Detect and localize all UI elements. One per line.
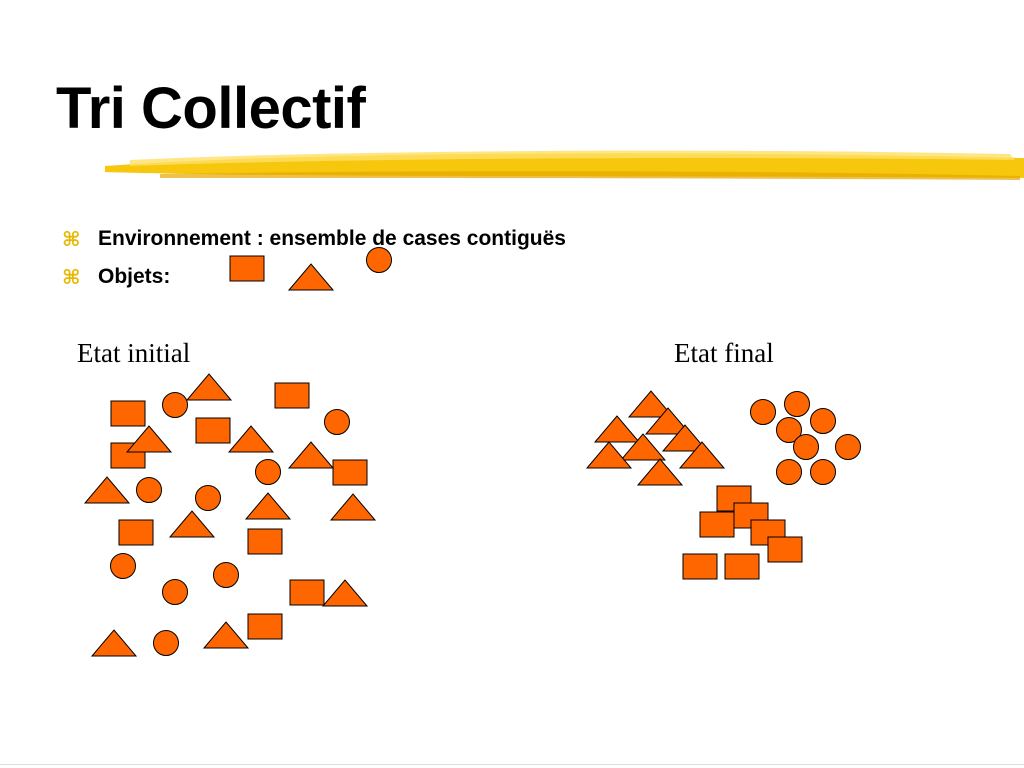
bullet-item-environment: ⌘ Environnement : ensemble de cases cont… xyxy=(62,220,566,258)
final-circle xyxy=(776,459,802,485)
final-circle xyxy=(784,391,810,417)
initial-circle xyxy=(162,392,188,418)
final-triangle xyxy=(636,458,684,486)
final-state-label: Etat final xyxy=(674,338,774,368)
initial-square xyxy=(247,528,283,555)
final-circle xyxy=(776,417,802,443)
title-underline-brush xyxy=(105,150,1024,180)
initial-triangle xyxy=(90,629,138,657)
initial-square xyxy=(289,579,325,606)
bullet-list: ⌘ Environnement : ensemble de cases cont… xyxy=(62,220,566,296)
initial-triangle xyxy=(83,476,131,504)
final-circle xyxy=(810,459,836,485)
initial-circle xyxy=(162,579,188,605)
initial-triangle xyxy=(244,492,292,520)
initial-triangle xyxy=(287,441,335,469)
bullet-icon: ⌘ xyxy=(62,227,81,251)
initial-circle xyxy=(110,553,136,579)
initial-square xyxy=(247,613,283,640)
initial-circle xyxy=(136,477,162,503)
final-triangle xyxy=(619,433,667,461)
final-circle xyxy=(793,434,819,460)
final-triangle xyxy=(593,415,641,443)
initial-circle xyxy=(324,409,350,435)
initial-square xyxy=(110,400,146,427)
initial-square xyxy=(195,417,231,444)
initial-circle xyxy=(153,630,179,656)
final-triangle xyxy=(661,424,709,452)
legend-triangle-object xyxy=(287,263,335,291)
legend-circle-object xyxy=(366,247,392,273)
final-square xyxy=(724,553,760,580)
final-triangle xyxy=(678,441,726,469)
bullet-icon: ⌘ xyxy=(62,265,81,289)
initial-circle xyxy=(195,485,221,511)
final-circle xyxy=(810,408,836,434)
final-square xyxy=(699,511,735,538)
initial-triangle xyxy=(329,493,377,521)
final-triangle xyxy=(585,441,633,469)
initial-triangle xyxy=(125,425,173,453)
initial-triangle xyxy=(202,621,250,649)
initial-triangle xyxy=(168,510,216,538)
legend-square-object xyxy=(229,255,265,282)
initial-triangle xyxy=(227,425,275,453)
initial-square xyxy=(274,382,310,409)
final-circle xyxy=(835,434,861,460)
brush-stroke-light xyxy=(130,150,1015,166)
brush-stroke-dark xyxy=(160,171,1020,180)
bullet-item-objects: ⌘ Objets: xyxy=(62,258,566,296)
bullet-text: Environnement : ensemble de cases contig… xyxy=(98,227,566,250)
initial-square xyxy=(332,459,368,486)
initial-state-label: Etat initial xyxy=(77,338,191,368)
initial-square xyxy=(118,519,154,546)
final-triangle xyxy=(627,390,675,418)
initial-triangle xyxy=(185,373,233,401)
initial-circle xyxy=(213,562,239,588)
final-triangle xyxy=(644,407,692,435)
initial-triangle xyxy=(321,579,369,607)
slide-title: Tri Collectif xyxy=(56,76,366,141)
bottom-divider xyxy=(0,764,1024,765)
initial-circle xyxy=(255,459,281,485)
final-circle xyxy=(750,399,776,425)
bullet-text: Objets: xyxy=(98,265,171,288)
final-square xyxy=(682,553,718,580)
final-square xyxy=(767,536,803,563)
